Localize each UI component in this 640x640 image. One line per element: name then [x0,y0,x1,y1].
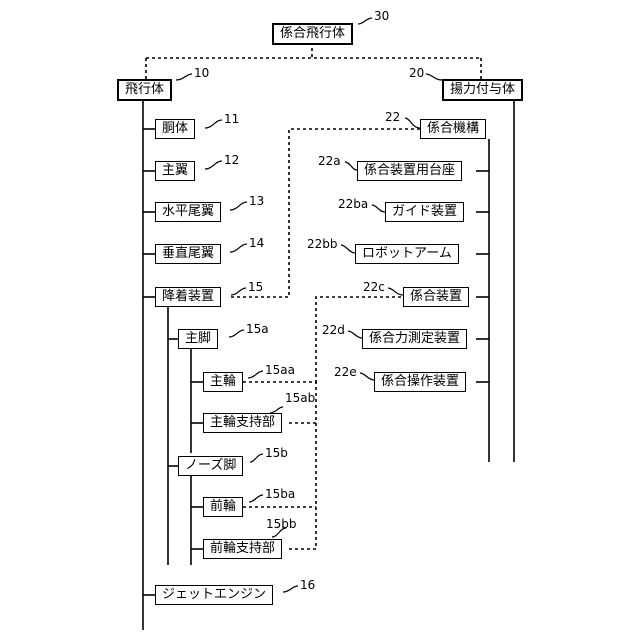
node-coupled-aircraft: 係合飛行体 [272,23,353,45]
ref-label-22ba: 22ba [338,197,368,211]
node-engagement-operation-device: 係合操作装置 [374,372,466,392]
ref-label-22a: 22a [318,154,341,168]
node-main-leg: 主脚 [178,329,218,349]
node-engagement-force-measuring-device: 係合力測定装置 [362,329,467,349]
ref-label-15a: 15a [246,322,269,336]
ref-label-15ba: 15ba [265,487,295,501]
ref-label-16: 16 [300,578,315,592]
node-nose-leg: ノーズ脚 [178,456,243,476]
ref-label-20: 20 [409,66,424,80]
node-engagement-device: 係合装置 [403,287,469,307]
node-aircraft: 飛行体 [117,79,172,101]
ref-label-14: 14 [249,236,264,250]
node-horizontal-stabilizer: 水平尾翼 [155,202,221,222]
node-robot-arm: ロボットアーム [355,244,459,264]
ref-label-15b: 15b [265,446,288,460]
node-landing-gear: 降着装置 [155,287,221,307]
node-engagement-device-base: 係合装置用台座 [357,161,462,181]
node-guide-device: ガイド装置 [385,202,464,222]
ref-label-11: 11 [224,112,239,126]
ref-label-13: 13 [249,194,264,208]
node-main-wing: 主翼 [155,161,195,181]
node-front-wheel-support: 前輪支持部 [203,539,282,559]
ref-label-22e: 22e [334,365,357,379]
node-main-wheel: 主輪 [203,372,243,392]
ref-label-12: 12 [224,153,239,167]
node-front-wheel: 前輪 [203,497,243,517]
node-fuselage: 胴体 [155,119,195,139]
ref-label-15: 15 [248,280,263,294]
node-jet-engine: ジェットエンジン [155,585,273,605]
ref-label-30: 30 [374,9,389,23]
node-engagement-mechanism: 係合機構 [420,119,486,139]
node-vertical-stabilizer: 垂直尾翼 [155,244,221,264]
ref-label-22bb: 22bb [307,237,338,251]
ref-label-15aa: 15aa [265,363,295,377]
ref-label-15ab: 15ab [285,391,315,405]
node-lift-provider: 揚力付与体 [442,79,523,101]
ref-label-10: 10 [194,66,209,80]
node-main-wheel-support: 主輪支持部 [203,413,282,433]
ref-label-15bb: 15bb [266,517,297,531]
ref-label-22d: 22d [322,323,345,337]
ref-label-22: 22 [385,110,400,124]
ref-label-22c: 22c [363,280,385,294]
